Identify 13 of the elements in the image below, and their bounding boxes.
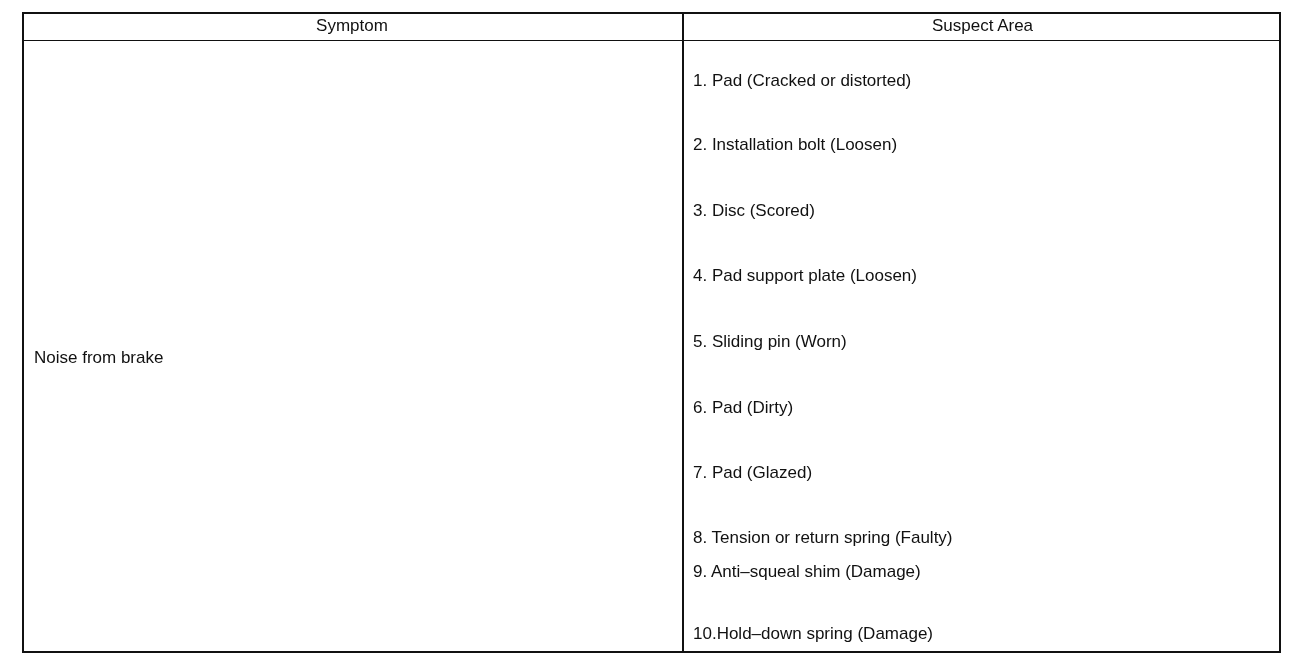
column-header: Suspect Area — [930, 16, 1035, 36]
list-item: 8. Tension or return spring (Faulty) — [693, 528, 953, 548]
column-header: Symptom — [315, 16, 389, 36]
list-item: 2. Installation bolt (Loosen) — [693, 135, 898, 155]
list-item: 3. Disc (Scored) — [693, 201, 815, 221]
list-item: 4. Pad support plate (Loosen) — [693, 266, 917, 286]
list-item: 9. Anti–squeal shim (Damage) — [693, 562, 921, 582]
list-item: 7. Pad (Glazed) — [693, 463, 813, 483]
symptom-text: Noise from brake — [34, 348, 164, 368]
list-item: 5. Sliding pin (Worn) — [693, 332, 847, 352]
list-item: 10.Hold–down spring (Damage) — [693, 624, 934, 644]
list-item: 6. Pad (Dirty) — [693, 398, 794, 418]
list-item: 1. Pad (Cracked or distorted) — [693, 71, 912, 91]
